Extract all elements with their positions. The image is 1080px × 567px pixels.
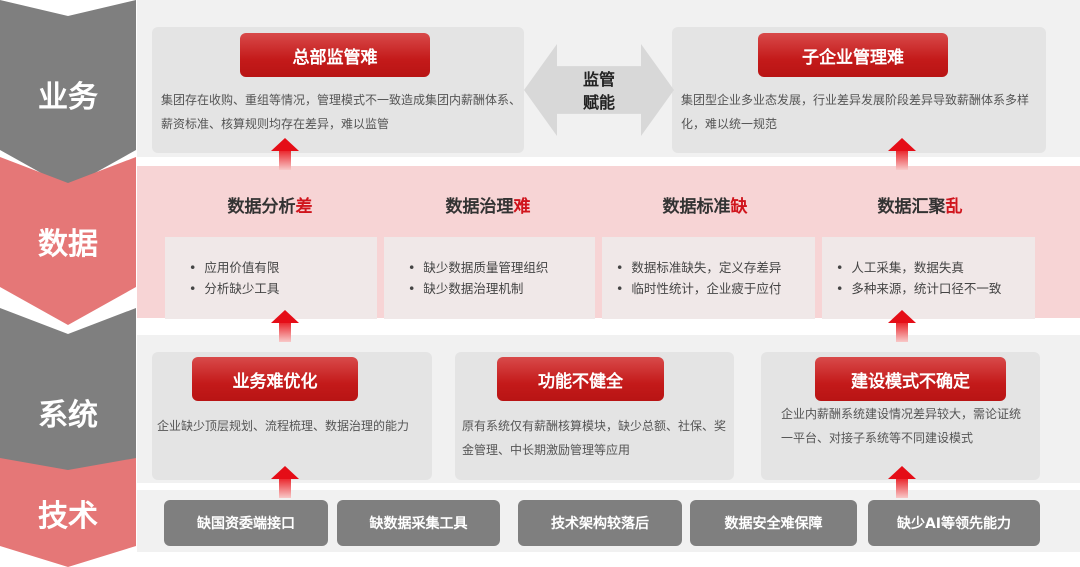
- data-card: 数据标准缺失，定义存差异临时性统计，企业疲于应付: [602, 237, 815, 319]
- list-item: 缺少数据质量管理组织: [408, 257, 595, 278]
- tech-item: 缺国资委端接口: [164, 500, 328, 546]
- up-arrow-icon: [271, 138, 299, 170]
- hq-desc: 集团存在收购、重组等情况，管理模式不一致造成集团内薪酬体系、薪资标准、核算规则均…: [161, 93, 522, 131]
- list-item: 多种来源，统计口径不一致: [836, 278, 1035, 299]
- list-item: 人工采集，数据失真: [836, 257, 1035, 278]
- up-arrow-icon: [888, 310, 916, 342]
- system-desc: 原有系统仅有薪酬核算模块，缺少总额、社保、奖金管理、中长期激励管理等应用: [462, 419, 727, 457]
- up-arrow-icon: [271, 310, 299, 342]
- data-heading: 数据汇聚乱: [877, 197, 963, 217]
- up-arrow-icon: [271, 466, 299, 498]
- up-arrow-icon: [888, 138, 916, 170]
- system-title: 业务难优化: [192, 357, 358, 401]
- data-card: 缺少数据质量管理组织缺少数据治理机制: [384, 237, 595, 319]
- system-desc: 企业内薪酬系统建设情况差异较大，需论证统一平台、对接子系统等不同建设模式: [781, 407, 1022, 445]
- layer-tech: 技术: [0, 458, 136, 567]
- system-desc: 企业缺少顶层规划、流程梳理、数据治理的能力: [157, 419, 410, 433]
- layer-label: 系统: [38, 398, 98, 433]
- layer-data: 数据: [0, 157, 136, 325]
- system-title: 功能不健全: [497, 357, 664, 401]
- supervise-line: 监管: [582, 70, 615, 89]
- list-item: 数据标准缺失，定义存差异: [616, 257, 815, 278]
- data-heading: 数据治理难: [445, 197, 531, 217]
- supervise-label: 监管赋能: [560, 68, 638, 114]
- layer-label: 业务: [38, 80, 98, 115]
- list-item: 临时性统计，企业疲于应付: [616, 278, 815, 299]
- sub-title: 子企业管理难: [758, 33, 948, 77]
- data-card: 应用价值有限分析缺少工具: [165, 237, 377, 319]
- system-title: 建设模式不确定: [815, 357, 1006, 401]
- list-item: 分析缺少工具: [189, 278, 377, 299]
- up-arrow-icon: [888, 466, 916, 498]
- data-card: 人工采集，数据失真多种来源，统计口径不一致: [822, 237, 1035, 319]
- hq-title: 总部监管难: [240, 33, 430, 77]
- layer-label: 数据: [38, 227, 98, 262]
- data-heading: 数据分析差: [227, 197, 313, 217]
- tech-item: 缺数据采集工具: [337, 500, 500, 546]
- list-item: 缺少数据治理机制: [408, 278, 595, 299]
- data-heading: 数据标准缺: [662, 197, 748, 217]
- layer-business: 业务: [0, 0, 136, 188]
- sub-desc: 集团型企业多业态发展，行业差异发展阶段差异导致薪酬体系多样化，难以统一规范: [681, 93, 1030, 131]
- tech-item: 缺少AI等领先能力: [868, 500, 1040, 546]
- layer-label: 技术: [38, 498, 98, 534]
- tech-item: 技术架构较落后: [518, 500, 682, 546]
- list-item: 应用价值有限: [189, 257, 377, 278]
- empower-line: 赋能: [582, 93, 615, 112]
- tech-item: 数据安全难保障: [690, 500, 857, 546]
